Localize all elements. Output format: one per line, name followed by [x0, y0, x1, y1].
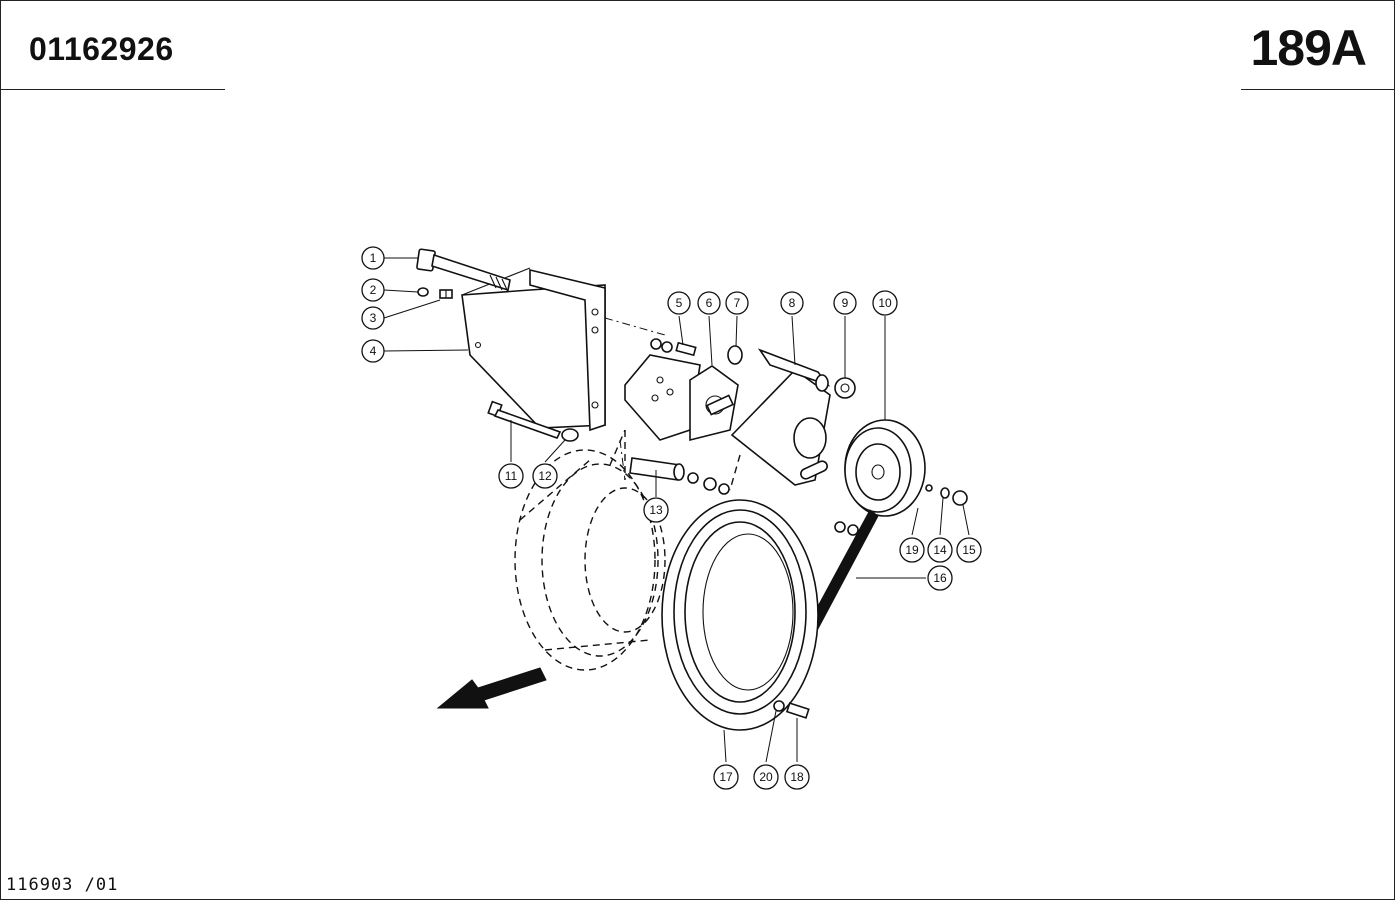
svg-text:4: 4: [370, 344, 377, 358]
svg-text:13: 13: [649, 503, 663, 517]
washer-5b: [661, 341, 673, 353]
washer-14: [940, 487, 950, 499]
callout-10: 10: [872, 290, 898, 316]
washer-2: [417, 287, 429, 297]
bushing-7: [727, 345, 743, 365]
direction-arrow: [436, 667, 547, 709]
svg-text:19: 19: [905, 543, 919, 557]
footer-reference: 116903 /01: [6, 875, 119, 895]
callout-19: 19: [899, 537, 925, 563]
nut-13a: [687, 472, 699, 484]
callout-2: 2: [361, 278, 385, 302]
small-pulley: [844, 419, 926, 517]
svg-text:1: 1: [370, 251, 377, 265]
callout-18: 18: [784, 764, 810, 790]
leader-lines: [383, 257, 970, 763]
nut-9: [834, 377, 856, 399]
callout-20: 20: [753, 764, 779, 790]
bolt-11: [487, 400, 562, 439]
nut-13b: [703, 477, 717, 491]
callout-15: 15: [956, 537, 982, 563]
svg-text:2: 2: [370, 283, 377, 297]
center-line-a: [604, 317, 666, 336]
callout-11: 11: [498, 463, 524, 489]
svg-text:11: 11: [505, 469, 518, 483]
screw-3: [439, 289, 453, 299]
nut-13c: [718, 483, 730, 495]
svg-text:9: 9: [842, 296, 849, 310]
washer-12: [561, 428, 579, 442]
large-pulley: [661, 499, 819, 731]
svg-text:7: 7: [734, 296, 741, 310]
svg-text:3: 3: [370, 311, 377, 325]
callout-8: 8: [780, 291, 804, 315]
callout-3: 3: [361, 306, 385, 330]
support-bracket: [461, 267, 606, 432]
callout-7: 7: [725, 291, 749, 315]
housing-outline: [514, 429, 741, 671]
svg-text:15: 15: [962, 543, 976, 557]
svg-text:5: 5: [676, 296, 683, 310]
nut-15: [952, 490, 968, 506]
svg-text:20: 20: [759, 770, 773, 784]
tensioner-plate: [730, 348, 831, 486]
long-bolt: [416, 248, 511, 293]
svg-text:8: 8: [789, 296, 796, 310]
svg-text:10: 10: [878, 296, 892, 310]
washer-19: [925, 484, 933, 492]
center-line-b: [619, 439, 626, 481]
washer-20: [773, 700, 785, 712]
callout-4: 4: [361, 339, 385, 363]
hydraulic-pump: [624, 354, 739, 442]
callout-5: 5: [667, 291, 691, 315]
callout-14: 14: [927, 537, 953, 563]
spacer-tube-13: [629, 457, 685, 481]
svg-text:17: 17: [719, 770, 733, 784]
header-right-box: [1241, 1, 1394, 90]
svg-text:18: 18: [790, 770, 804, 784]
svg-text:12: 12: [538, 469, 552, 483]
svg-text:16: 16: [933, 571, 947, 585]
callout-6: 6: [697, 291, 721, 315]
svg-text:6: 6: [706, 296, 713, 310]
washer-16a: [834, 521, 846, 533]
document-number: 01162926: [29, 31, 174, 67]
callout-13: 13: [643, 497, 669, 523]
nut-16b: [847, 524, 859, 536]
page-code: 189A: [1250, 20, 1367, 76]
callout-16: 16: [927, 565, 953, 591]
callout-9: 9: [833, 291, 857, 315]
callout-12: 12: [532, 463, 558, 489]
header-left-box: [1, 1, 225, 90]
bolt-5: [675, 341, 697, 357]
callout-17: 17: [713, 764, 739, 790]
callout-1: 1: [361, 246, 385, 270]
bolt-18: [785, 702, 810, 719]
svg-text:14: 14: [933, 543, 947, 557]
washer-5a: [650, 338, 662, 350]
